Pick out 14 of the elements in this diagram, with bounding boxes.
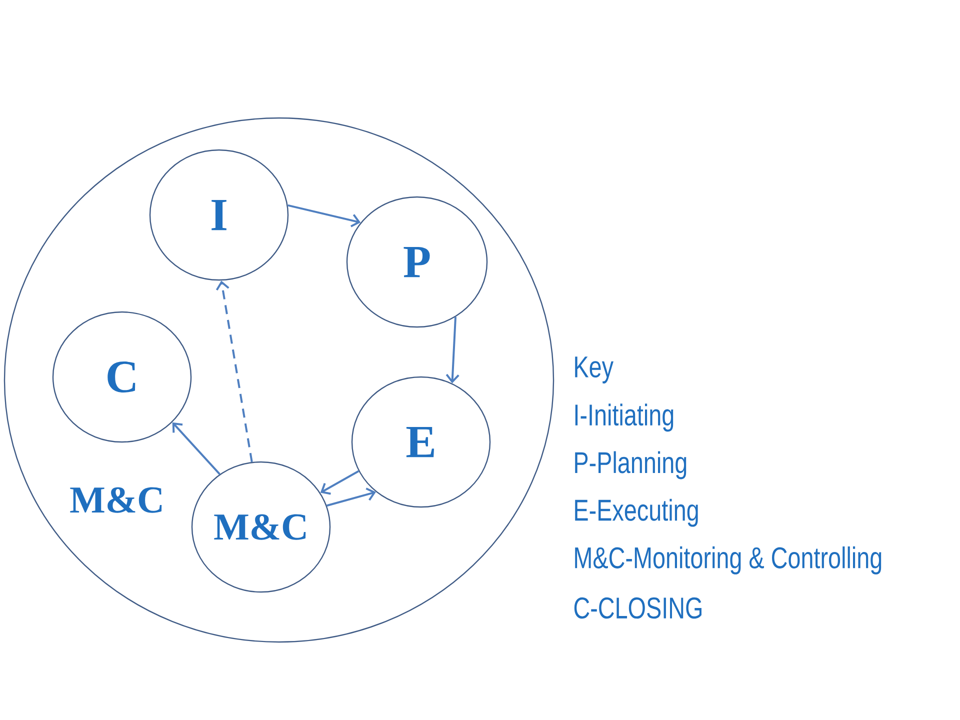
key-entry: E-Executing — [575, 498, 698, 527]
key-entry: P-Planning — [575, 451, 686, 480]
arrow — [446, 316, 460, 384]
arrow — [172, 422, 220, 475]
arrow — [326, 488, 376, 507]
stage-label: M&C — [70, 487, 162, 513]
arrow — [216, 280, 253, 462]
arrow — [320, 470, 360, 495]
arrow — [288, 204, 361, 228]
outer-circle — [4, 117, 554, 643]
key-entry: M&C-Monitoring & Controlling — [575, 546, 882, 574]
key-heading: Key — [575, 356, 614, 384]
key-entry: I-Initiating — [575, 404, 674, 432]
key-entry: C-CLOSING — [574, 597, 702, 619]
